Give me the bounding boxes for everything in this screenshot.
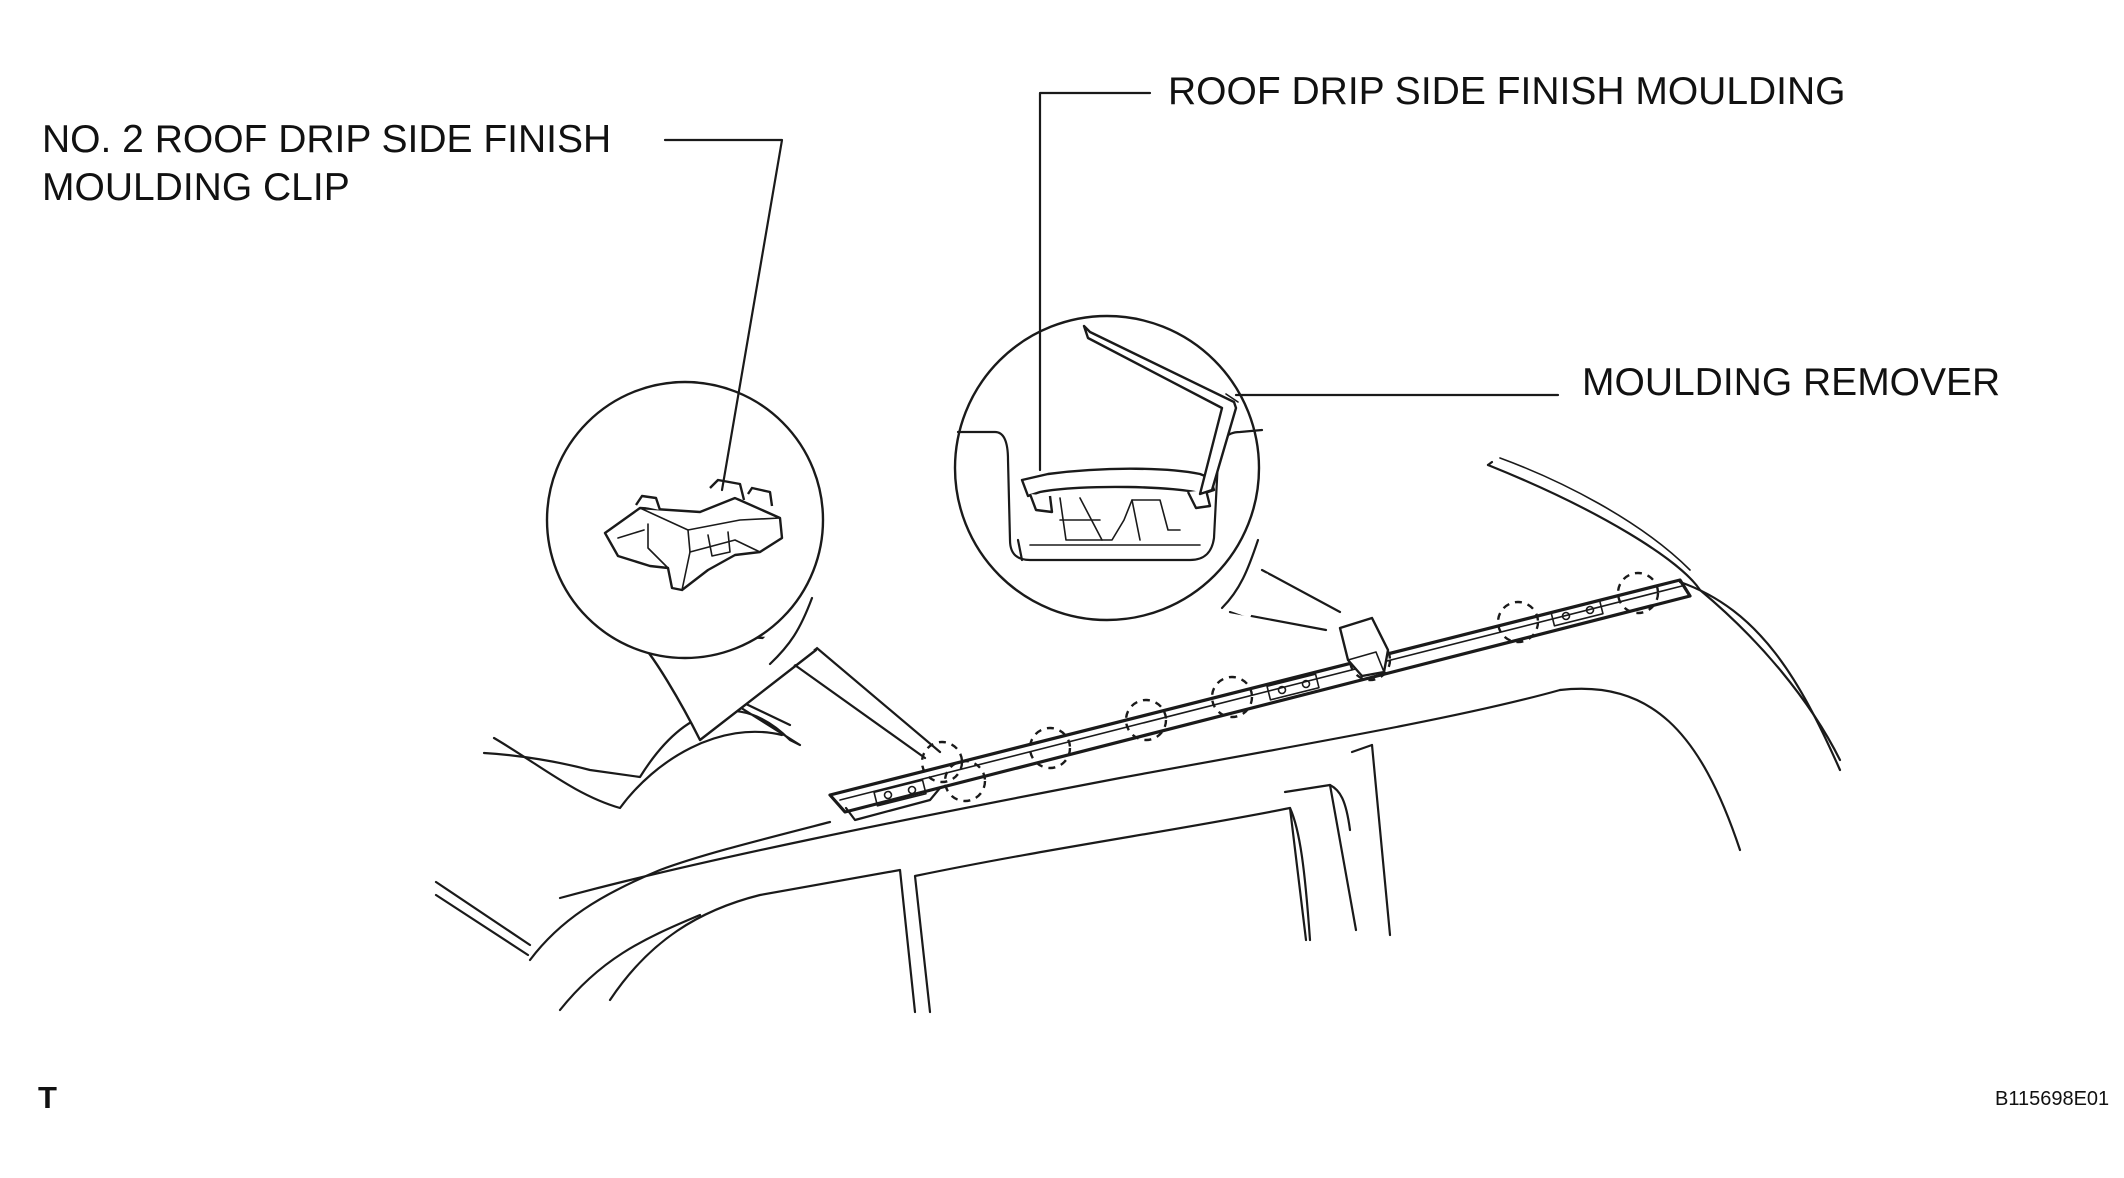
moulding-remover-on-strip — [1338, 616, 1390, 678]
moulding-label: ROOF DRIP SIDE FINISH MOULDING — [1168, 70, 1846, 113]
clip-positions — [920, 571, 1660, 803]
corner-mark: T — [38, 1080, 57, 1115]
clip-position-marker — [1210, 675, 1254, 719]
moulding-cross-section — [956, 324, 1264, 562]
figure-code: B115698E01 — [1995, 1088, 2110, 1110]
clip-position-marker — [1616, 571, 1660, 615]
cross-section-detail-callout — [953, 314, 1342, 632]
clip-label-line-2: MOULDING CLIP — [42, 166, 350, 209]
clip-leader-line — [663, 138, 784, 492]
clip-part-icon — [603, 478, 784, 592]
leader-lines — [663, 91, 1560, 492]
clip-position-marker — [1028, 726, 1072, 770]
clip-position-marker — [920, 740, 964, 784]
clip-label-line-1: NO. 2 ROOF DRIP SIDE FINISH — [42, 118, 612, 161]
clip-position-marker — [1496, 600, 1540, 644]
clip-position-marker — [943, 759, 987, 803]
clip-detail-callout — [545, 380, 942, 760]
roof-drip-moulding-strip — [828, 578, 1692, 822]
moulding-leader-line — [1038, 91, 1152, 472]
remover-label: MOULDING REMOVER — [1582, 361, 2001, 404]
clip-position-marker — [1124, 698, 1168, 742]
